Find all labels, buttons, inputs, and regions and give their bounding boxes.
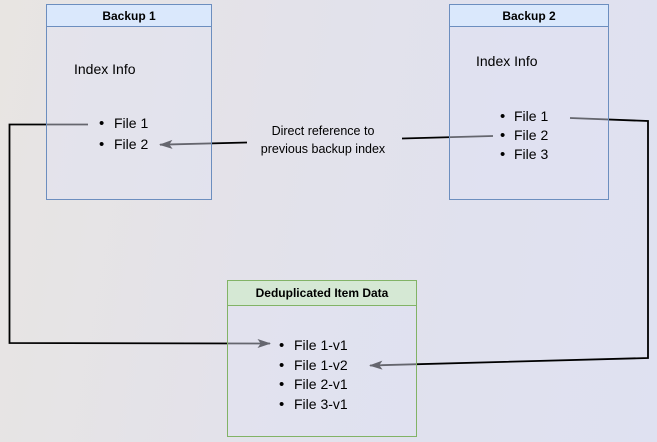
backup2-title: Backup 2 xyxy=(450,5,608,27)
annotation-line1: Direct reference to xyxy=(271,124,375,138)
list-item: File 1-v2 xyxy=(228,356,416,376)
list-item: File 1-v1 xyxy=(228,336,416,356)
backup2-box: Backup 2 Index Info File 1 File 2 File 3 xyxy=(449,4,609,200)
annotation-line2: previous backup index xyxy=(260,141,386,156)
backup1-title: Backup 1 xyxy=(47,5,211,27)
backup2-index-info-label: Index Info xyxy=(476,53,538,69)
dedup-store-box: Deduplicated Item Data File 1-v1 File 1-… xyxy=(227,280,417,437)
list-item: File 2 xyxy=(450,126,608,145)
backup2-file-list: File 1 File 2 File 3 xyxy=(450,107,608,164)
list-item: File 3 xyxy=(450,145,608,164)
annotation-direct-reference: Direct reference to previous backup inde… xyxy=(230,123,416,158)
dedup-store-title: Deduplicated Item Data xyxy=(228,281,416,306)
backup1-box: Backup 1 Index Info File 1 File 2 xyxy=(46,4,212,200)
list-item: File 3-v1 xyxy=(228,395,416,415)
dedup-file-list: File 1-v1 File 1-v2 File 2-v1 File 3-v1 xyxy=(228,336,416,414)
list-item: File 1 xyxy=(450,107,608,126)
backup1-file-list: File 1 File 2 xyxy=(47,113,211,155)
list-item: File 2-v1 xyxy=(228,375,416,395)
backup1-index-info-label: Index Info xyxy=(74,61,136,77)
list-item: File 2 xyxy=(47,134,211,155)
list-item: File 1 xyxy=(47,113,211,134)
